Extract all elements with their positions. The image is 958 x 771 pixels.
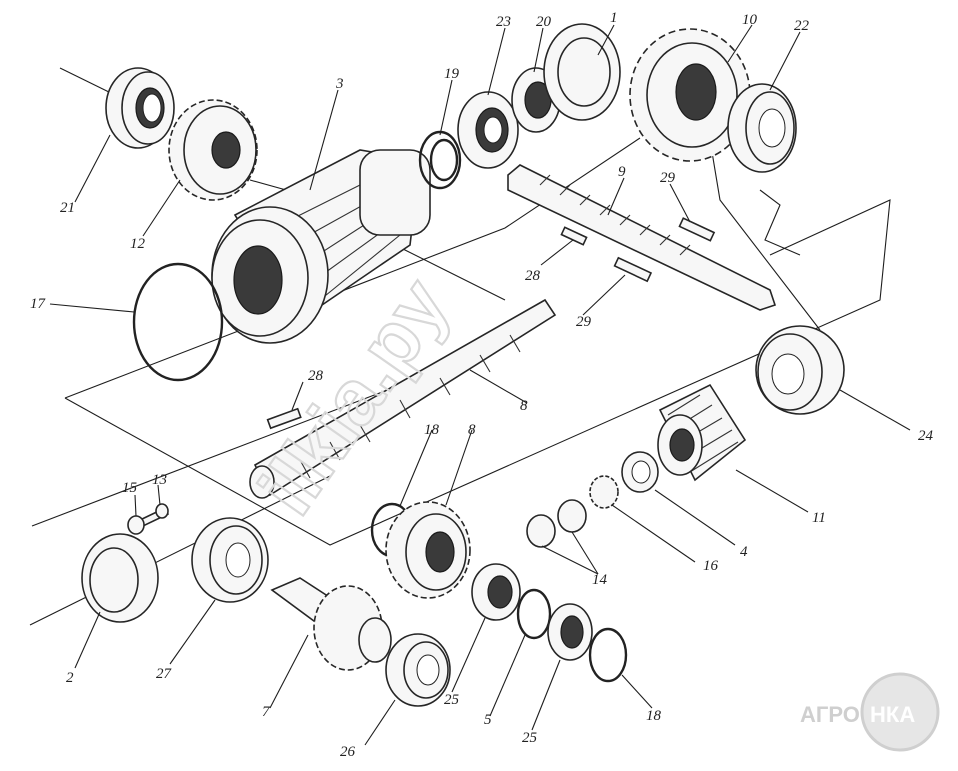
bearing-25-upper — [471, 563, 521, 621]
label-1: 1 — [610, 10, 618, 26]
ring-5 — [516, 588, 552, 640]
logo-text-left: АГРО — [800, 702, 860, 727]
logo-text-right: НКА — [870, 702, 915, 727]
bearing-21 — [105, 67, 175, 149]
label-14: 14 — [592, 572, 608, 588]
label-8-shaft: 8 — [520, 398, 528, 414]
label-2: 2 — [66, 670, 74, 686]
label-28-lower: 28 — [308, 368, 324, 384]
label-20: 20 — [536, 14, 552, 30]
label-21: 21 — [60, 200, 75, 216]
pinion-shaft-7 — [270, 577, 392, 671]
cover-2 — [81, 533, 159, 623]
label-15: 15 — [122, 480, 138, 496]
label-13: 13 — [152, 472, 167, 488]
label-12: 12 — [130, 236, 146, 252]
shaft-9 — [507, 164, 777, 311]
lock-washer-16 — [589, 475, 619, 509]
label-23: 23 — [496, 14, 511, 30]
label-25-lower: 25 — [522, 730, 538, 746]
label-18-right: 18 — [646, 708, 662, 724]
bearing-26 — [385, 633, 451, 707]
label-26: 26 — [340, 744, 356, 760]
key-29-upper — [678, 217, 716, 242]
agronka-logo: АГРО НКА — [800, 672, 940, 752]
bearing-22 — [727, 83, 797, 173]
nuts-14 — [526, 499, 587, 548]
bearing-24 — [755, 325, 845, 415]
sprocket-10 — [629, 28, 751, 162]
key-29-lower — [613, 256, 653, 283]
label-3: 3 — [335, 76, 344, 92]
cover-1 — [543, 23, 621, 121]
ring-19 — [418, 130, 462, 190]
label-18-left: 18 — [424, 422, 440, 438]
label-4: 4 — [740, 544, 748, 560]
label-16: 16 — [703, 558, 719, 574]
gear-8 — [385, 501, 471, 599]
gear-12 — [168, 99, 258, 201]
label-22: 22 — [794, 18, 810, 34]
label-7: 7 — [262, 704, 271, 720]
bevel-gear-11 — [657, 383, 747, 482]
label-11: 11 — [812, 510, 826, 526]
label-8-gear: 8 — [468, 422, 476, 438]
label-27: 27 — [156, 666, 173, 682]
label-24: 24 — [918, 428, 934, 444]
label-29-lower: 29 — [576, 314, 592, 330]
label-5: 5 — [484, 712, 492, 728]
label-19: 19 — [444, 66, 460, 82]
assembly-outline — [29, 67, 891, 626]
leader-lines — [49, 24, 911, 746]
label-10: 10 — [742, 12, 758, 28]
bearing-25-lower — [547, 603, 593, 661]
key-28-upper — [560, 226, 588, 246]
washer-4 — [621, 451, 659, 493]
bearing-23 — [457, 91, 519, 169]
key-28-lower — [266, 407, 302, 430]
label-25-upper: 25 — [444, 692, 460, 708]
label-28-upper: 28 — [525, 268, 541, 284]
nut-15 — [127, 515, 145, 535]
label-29-upper: 29 — [660, 170, 676, 186]
snap-ring-17 — [132, 262, 224, 382]
part-labels: 1 2 3 4 5 7 8 8 9 10 11 12 13 14 15 16 1… — [30, 10, 934, 760]
bearing-27 — [191, 517, 269, 603]
label-9: 9 — [618, 164, 626, 180]
shaft-8 — [249, 298, 557, 499]
housing-3 — [211, 149, 431, 344]
label-17: 17 — [30, 296, 47, 312]
snap-ring-18-right — [588, 627, 628, 683]
